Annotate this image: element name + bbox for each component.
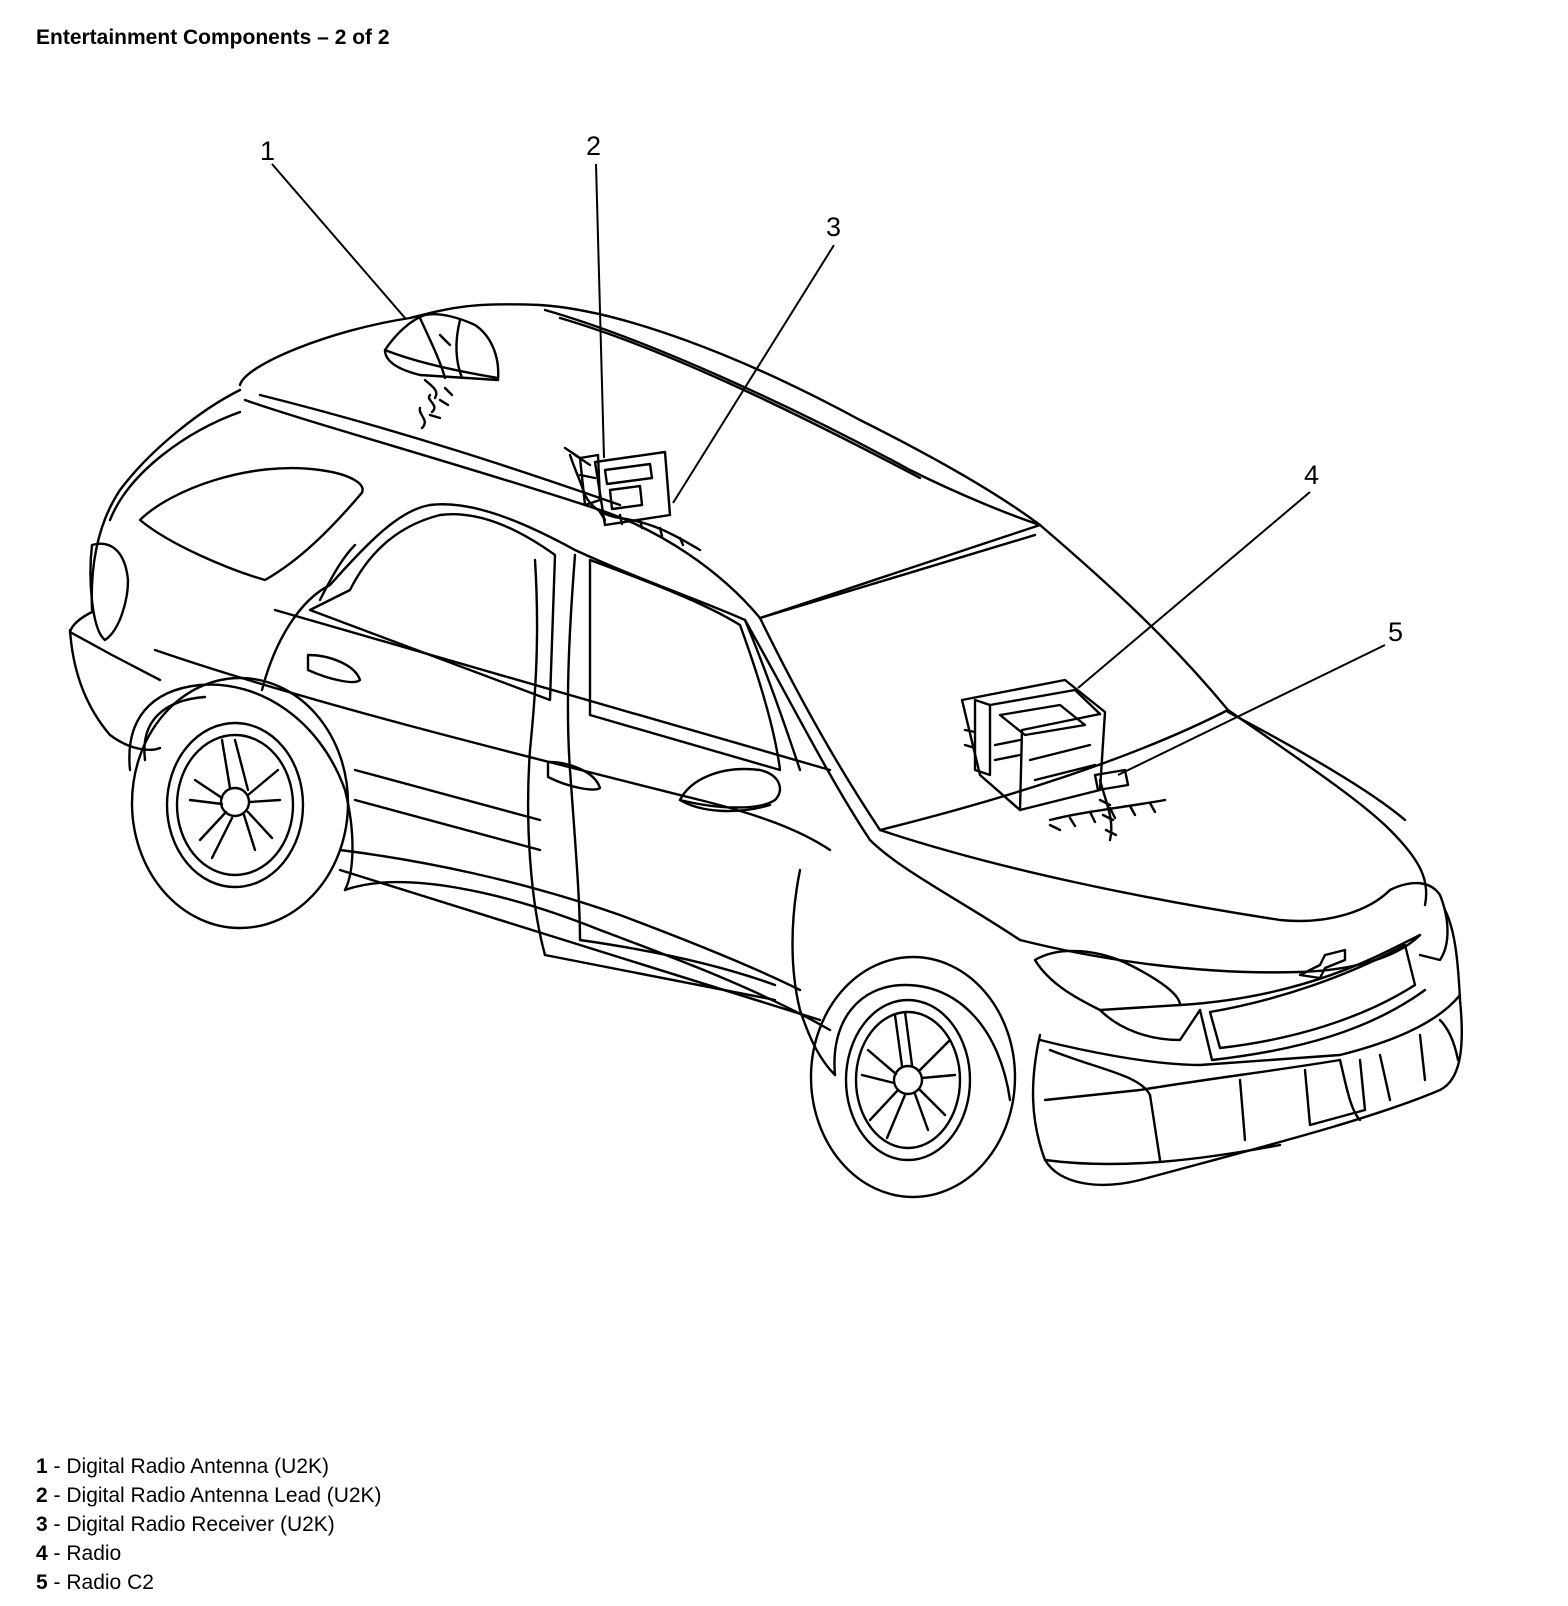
leader-line bbox=[595, 163, 605, 459]
legend-label: Radio C2 bbox=[66, 1571, 154, 1594]
legend-number: 1 bbox=[36, 1455, 48, 1478]
leader-line bbox=[271, 163, 406, 319]
legend-separator: - bbox=[47, 1571, 67, 1594]
leader-line bbox=[1117, 644, 1386, 776]
radio-c2-connector bbox=[1048, 768, 1167, 842]
legend-number: 2 bbox=[36, 1484, 48, 1507]
legend-number: 3 bbox=[36, 1513, 48, 1536]
digital-radio-receiver bbox=[563, 446, 672, 527]
legend-number: 5 bbox=[36, 1571, 48, 1594]
digital-radio-antenna bbox=[383, 313, 500, 382]
legend-item: 3 - Digital Radio Receiver (U2K) bbox=[36, 1510, 382, 1539]
page-title: Entertainment Components – 2 of 2 bbox=[36, 26, 390, 49]
leader-line bbox=[1077, 491, 1311, 689]
callout-number: 1 bbox=[260, 136, 275, 166]
legend-separator: - bbox=[47, 1513, 67, 1536]
legend-label: Digital Radio Receiver (U2K) bbox=[66, 1513, 335, 1536]
leader-line bbox=[672, 244, 835, 504]
legend: 1 - Digital Radio Antenna (U2K) 2 - Digi… bbox=[36, 1452, 382, 1597]
vehicle-outline bbox=[68, 303, 1463, 1199]
legend-separator: - bbox=[47, 1542, 67, 1565]
legend-item: 2 - Digital Radio Antenna Lead (U2K) bbox=[36, 1481, 382, 1510]
legend-separator: - bbox=[47, 1484, 67, 1507]
legend-separator: - bbox=[47, 1455, 67, 1478]
legend-label: Digital Radio Antenna (U2K) bbox=[66, 1455, 330, 1478]
callout-number: 4 bbox=[1304, 460, 1319, 490]
digital-radio-antenna-lead bbox=[418, 378, 702, 552]
callout-number: 2 bbox=[586, 131, 601, 161]
legend-label: Radio bbox=[66, 1542, 122, 1565]
radio-unit bbox=[960, 678, 1107, 812]
callout-number: 5 bbox=[1388, 617, 1403, 647]
legend-item: 1 - Digital Radio Antenna (U2K) bbox=[36, 1452, 382, 1481]
legend-label: Digital Radio Antenna Lead (U2K) bbox=[66, 1484, 382, 1507]
legend-item: 4 - Radio bbox=[36, 1539, 382, 1568]
legend-number: 4 bbox=[36, 1542, 48, 1565]
legend-item: 5 - Radio C2 bbox=[36, 1568, 382, 1597]
callout-number: 3 bbox=[826, 212, 841, 242]
